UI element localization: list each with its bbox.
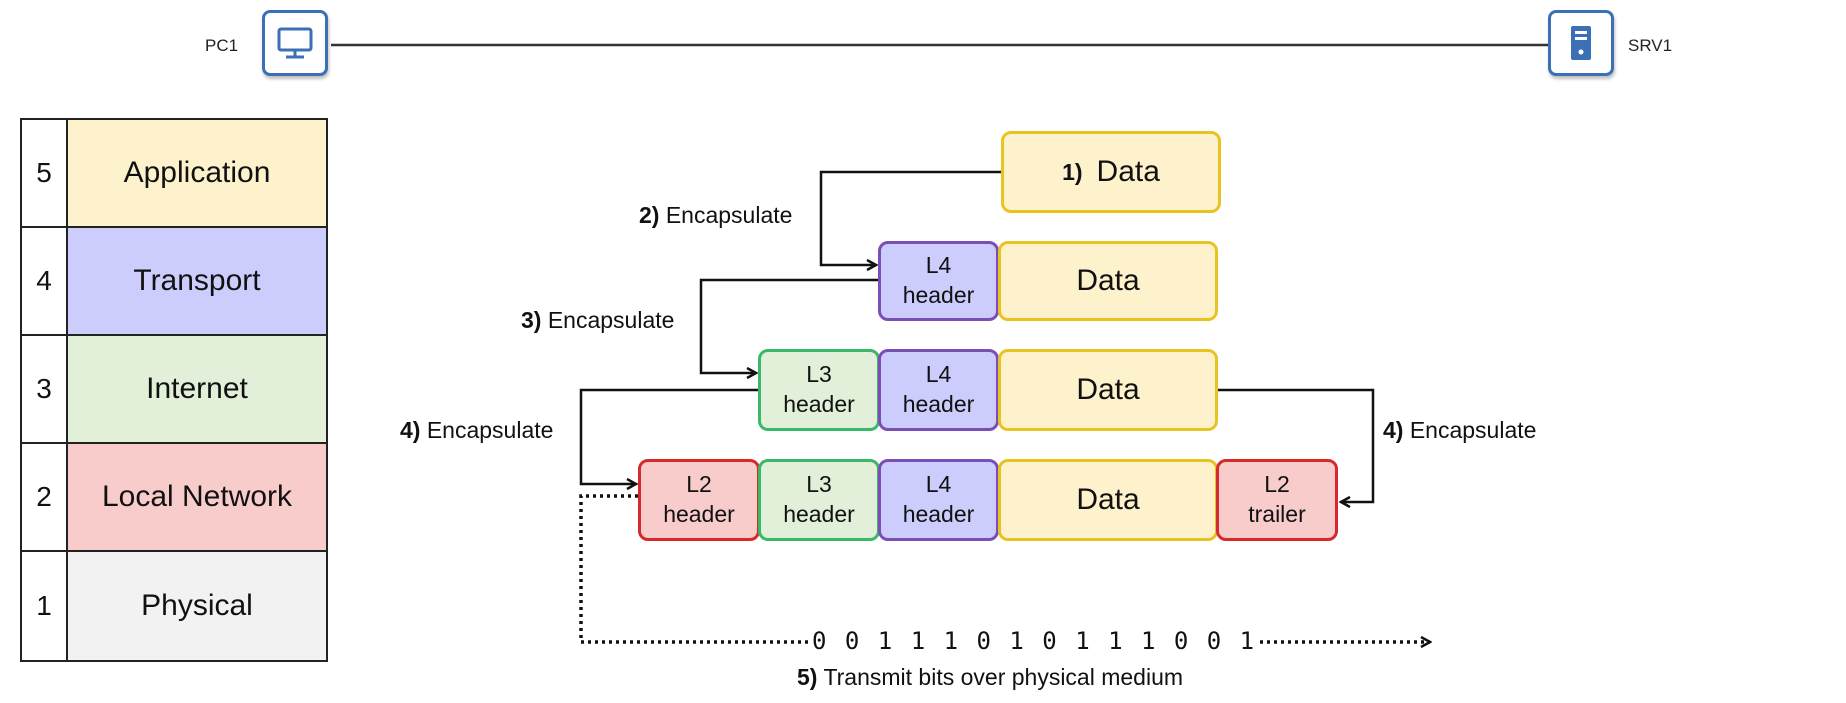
step-3-number: 3)	[521, 307, 542, 333]
step-2-number: 2)	[639, 202, 660, 228]
step-4-text: Encapsulate	[426, 417, 554, 443]
layer-number: 1	[22, 552, 68, 660]
transmit-arrow	[579, 494, 1430, 642]
step-5-text: Transmit bits over physical medium	[823, 664, 1184, 690]
pdu-l2-header-row4: L2 header	[638, 459, 760, 541]
layer-number: 4	[22, 228, 68, 334]
step-2-label: 2) Encapsulate	[639, 202, 792, 229]
tcpip-layer-table: 5 Application 4 Transport 3 Internet 2 L…	[20, 118, 328, 662]
layer-number: 5	[22, 120, 68, 226]
pdu-l4-header-row4: L4 header	[878, 459, 999, 541]
encapsulate-arrow-2	[819, 170, 1001, 265]
layer-row-physical: 1 Physical	[22, 552, 326, 660]
pc1-device[interactable]	[262, 10, 328, 76]
monitor-icon	[277, 27, 313, 59]
step-4-text: Encapsulate	[1409, 417, 1537, 443]
pdu-l3-header-row4: L3 header	[758, 459, 880, 541]
srv1-label: SRV1	[1628, 36, 1673, 55]
data-label: Data	[1096, 155, 1160, 188]
layer-name-internet: Internet	[68, 336, 326, 442]
encapsulate-arrow-4-left	[579, 388, 758, 484]
pdu-data-row2: Data	[998, 241, 1218, 321]
step-2-text: Encapsulate	[665, 202, 793, 228]
encapsulate-arrow-4-right	[1216, 388, 1375, 502]
step-3-label: 3) Encapsulate	[521, 307, 674, 334]
step-4-number: 4)	[400, 417, 421, 443]
layer-row-application: 5 Application	[22, 120, 326, 228]
layer-name-physical: Physical	[68, 552, 326, 660]
encapsulate-arrow-3	[699, 278, 878, 373]
layer-number: 2	[22, 444, 68, 550]
step-4-number: 4)	[1383, 417, 1404, 443]
pdu-data-row4: Data	[998, 459, 1218, 541]
step-4-label-right: 4) Encapsulate	[1383, 417, 1536, 444]
step-5-label: 5) Transmit bits over physical medium	[797, 664, 1183, 691]
layer-number: 3	[22, 336, 68, 442]
step-1-number: 1)	[1062, 158, 1083, 185]
pc1-label: PC1	[205, 36, 239, 55]
layer-name-local-network: Local Network	[68, 444, 326, 550]
pdu-l4-header-row2: L4 header	[878, 241, 999, 321]
layer-row-transport: 4 Transport	[22, 228, 326, 336]
pdu-l2-trailer-row4: L2 trailer	[1216, 459, 1338, 541]
pdu-l4-header-row3: L4 header	[878, 349, 999, 431]
layer-name-transport: Transport	[68, 228, 326, 334]
layer-row-local-network: 2 Local Network	[22, 444, 326, 552]
srv1-device[interactable]	[1548, 10, 1614, 76]
step-3-text: Encapsulate	[547, 307, 675, 333]
pdu-l3-header-row3: L3 header	[758, 349, 880, 431]
layer-row-internet: 3 Internet	[22, 336, 326, 444]
bit-stream: 0 0 1 1 1 0 1 0 1 1 1 0 0 1	[810, 627, 1259, 655]
step-5-number: 5)	[797, 664, 818, 690]
pdu-data-row1: 1) Data	[1001, 131, 1221, 213]
pdu-data-row3: Data	[998, 349, 1218, 431]
step-4-label-left: 4) Encapsulate	[400, 417, 553, 444]
layer-name-application: Application	[68, 120, 326, 226]
server-icon	[1571, 26, 1591, 60]
